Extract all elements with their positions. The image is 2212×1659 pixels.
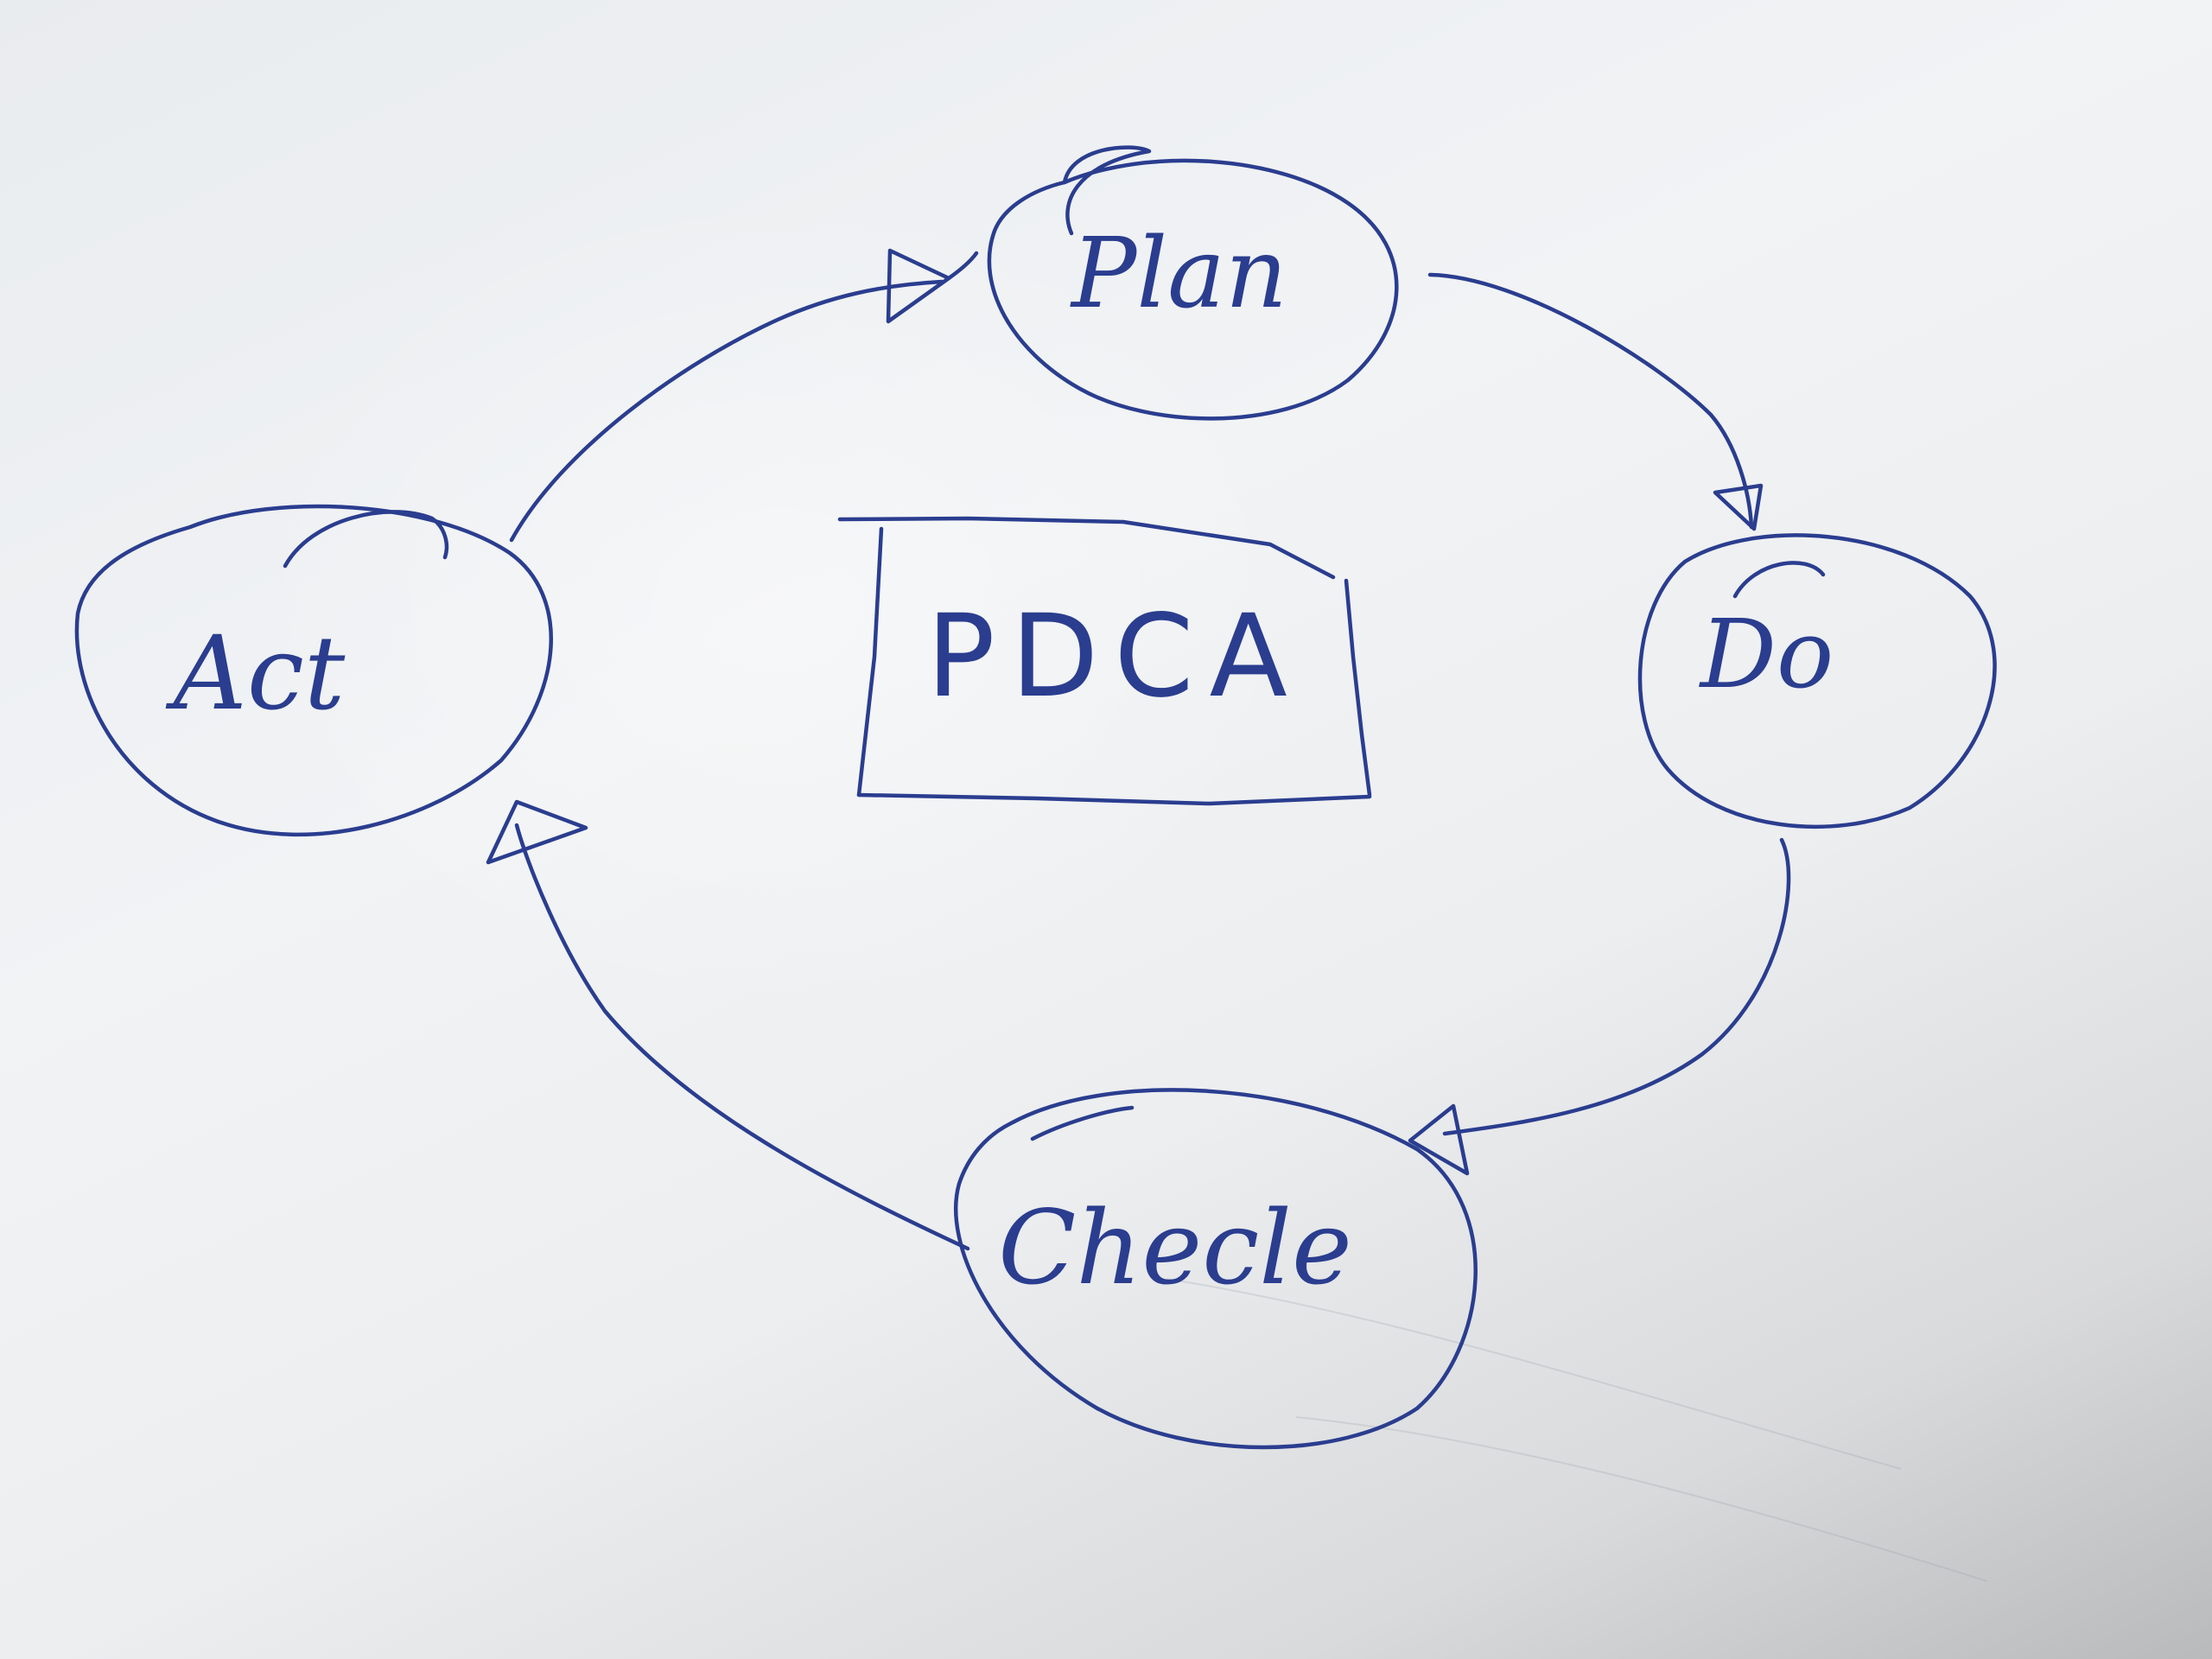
edge-do-to-check (1408, 837, 1791, 1176)
edge-do-to-check-curve (1442, 837, 1791, 1136)
node-do-label: Do (1699, 599, 1834, 709)
edge-act-to-plan (509, 248, 979, 543)
edge-plan-to-do-curve (1427, 272, 1754, 530)
paper-crease (1295, 1416, 1988, 1582)
node-check-scribble (1030, 1105, 1135, 1141)
node-plan-label: Plan (1070, 218, 1287, 330)
node-plan-ellipse (987, 158, 1399, 421)
node-plan: Plan (987, 145, 1399, 421)
edge-act-to-plan-curve (509, 279, 944, 543)
title-box-left (856, 526, 884, 798)
node-act-ellipse (74, 504, 553, 837)
node-plan-scribble (1062, 145, 1152, 236)
title-box: PDCA (837, 516, 1372, 806)
node-do: Do (1637, 533, 1997, 829)
node-act: Act (74, 504, 553, 837)
title-box-bottom (856, 792, 1372, 806)
title-box-top (837, 516, 1336, 580)
edge-plan-to-do (1427, 272, 1764, 531)
edge-check-to-act (486, 799, 970, 1251)
edge-do-to-check-arrowhead (1408, 1103, 1470, 1176)
node-act-label: Act (166, 613, 346, 733)
edge-check-to-act-curve (514, 823, 970, 1251)
diagram-title: PDCA (926, 590, 1303, 723)
node-do-scribble (1732, 561, 1826, 599)
edge-check-to-act-arrowhead (486, 799, 588, 865)
node-check: Checle (954, 1088, 1478, 1450)
title-box-right (1344, 578, 1372, 798)
edge-plan-to-do-arrowhead (1713, 483, 1764, 531)
node-check-ellipse (954, 1088, 1478, 1450)
node-check-label: Checle (998, 1188, 1352, 1307)
paper-crease (1166, 1278, 1902, 1470)
node-act-scribble (283, 510, 449, 569)
edge-act-to-plan-tail (946, 251, 979, 281)
edge-act-to-plan-arrowhead (886, 248, 951, 324)
node-do-ellipse (1637, 533, 1997, 829)
